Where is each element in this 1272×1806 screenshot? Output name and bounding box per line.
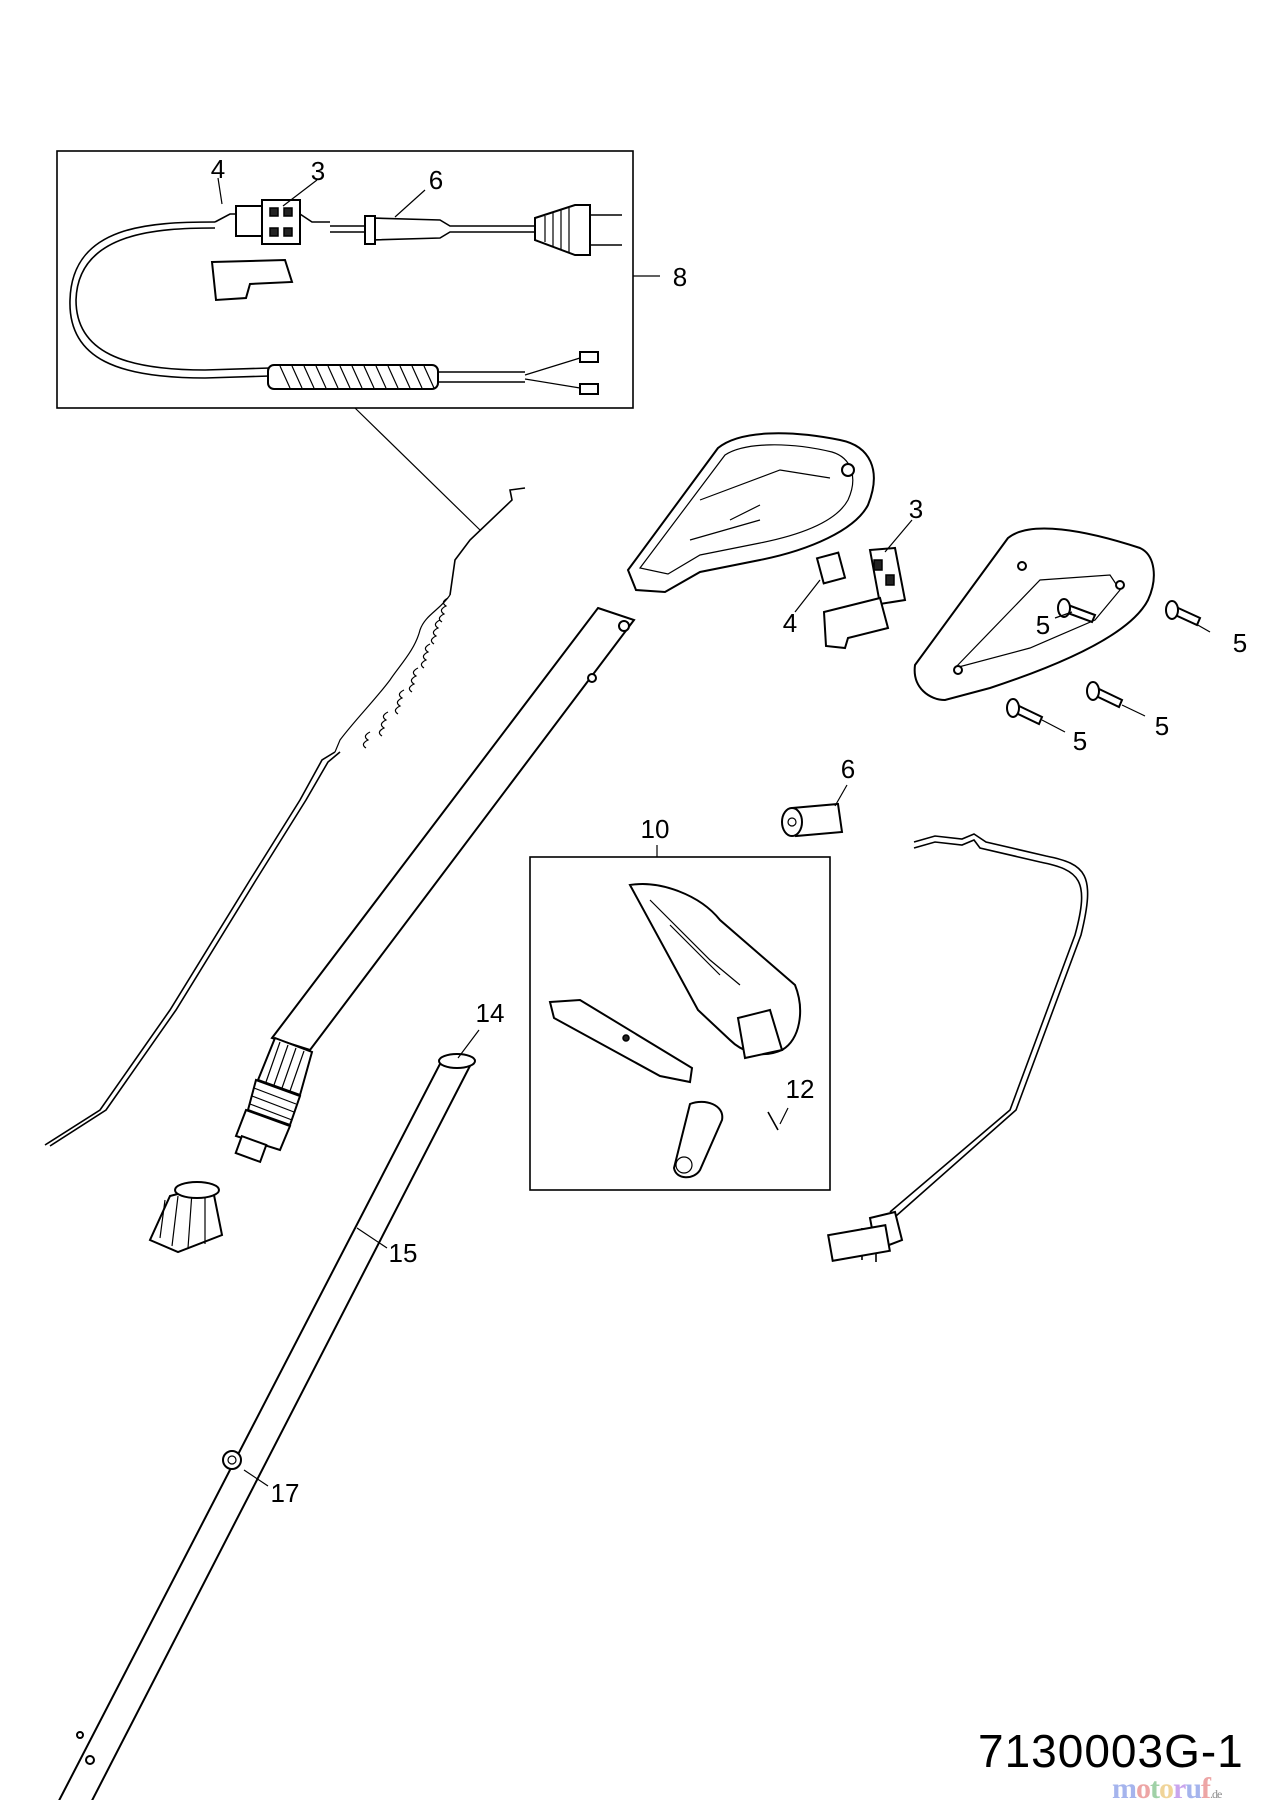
screw-a xyxy=(1057,598,1097,624)
handle-half-shell xyxy=(626,432,875,594)
callout-screw-a: 5 xyxy=(1036,610,1050,640)
callout-labels: 4 3 6 8 3 4 5 5 5 5 6 10 12 14 15 17 xyxy=(211,154,1247,1508)
screws xyxy=(1006,598,1202,726)
drawing-number: 7130003G-1 xyxy=(978,1725,1244,1777)
callout-screw-b: 5 xyxy=(1233,628,1247,658)
nut-17 xyxy=(222,1450,242,1470)
watermark-logo: motoruf.de xyxy=(1112,1772,1222,1806)
callout-screw-c: 5 xyxy=(1155,711,1169,741)
callout-switch-4: 4 xyxy=(783,608,797,638)
callout-group-10: 10 xyxy=(641,814,670,844)
callout-tube-14: 14 xyxy=(476,998,505,1028)
callout-inset-3: 3 xyxy=(311,156,325,186)
callout-inset-4: 4 xyxy=(211,154,225,184)
power-cable xyxy=(827,833,1089,1262)
callout-tube-15: 15 xyxy=(389,1238,418,1268)
leader-lines xyxy=(217,177,1211,1487)
callout-inset-6: 6 xyxy=(429,165,443,195)
internal-coiled-cable xyxy=(44,487,526,1147)
lower-tube xyxy=(58,1053,476,1800)
cable-assembly-inset xyxy=(56,150,634,409)
screw-c xyxy=(1086,681,1124,709)
callout-screw-d: 5 xyxy=(1073,726,1087,756)
callout-nut-17: 17 xyxy=(271,1478,300,1508)
watermark-text: motoruf xyxy=(1112,1772,1211,1805)
switch-parts xyxy=(815,546,907,650)
inset-leader-line xyxy=(354,407,481,531)
callout-switch-3: 3 xyxy=(909,494,923,524)
callout-pin-12: 12 xyxy=(786,1074,815,1104)
watermark-tld: .de xyxy=(1210,1787,1222,1801)
screw-d xyxy=(1006,698,1044,726)
locking-knob xyxy=(148,1181,224,1254)
handle-cover xyxy=(913,527,1155,702)
screw-b xyxy=(1165,600,1202,627)
upper-tube xyxy=(234,606,636,1164)
callout-inset-8: 8 xyxy=(673,262,687,292)
sleeve-6 xyxy=(781,802,844,838)
callout-sleeve-6: 6 xyxy=(841,754,855,784)
handle-grip-inset xyxy=(529,856,831,1191)
